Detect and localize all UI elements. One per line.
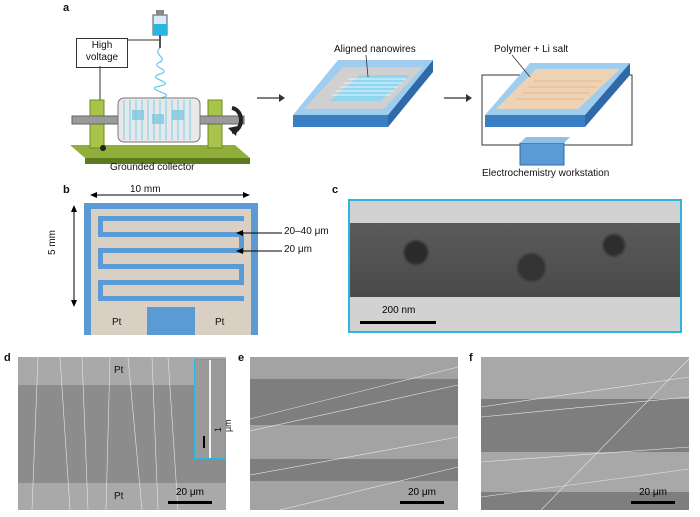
electrospinning-setup (70, 10, 250, 164)
scale-label-e: 20 μm (408, 487, 436, 498)
panel-label-b: b (63, 184, 70, 196)
pad-left-label: Pt (112, 317, 122, 328)
high-voltage-box (76, 38, 128, 68)
sem-image-e: 20 μm (249, 357, 459, 511)
aligned-nanowires-label: Aligned nanowires (334, 44, 416, 55)
arrow-icon (257, 94, 285, 102)
nanowire-device (293, 54, 433, 127)
panel-label-c: c (332, 184, 339, 196)
scale-label-d: 20 μm (176, 487, 204, 498)
panel-label-e: e (238, 352, 245, 364)
sem-image-f: 20 μm (480, 357, 690, 511)
panel-label-f: f (469, 352, 473, 364)
panel-label-a: a (63, 2, 70, 14)
grounded-collector-label: Grounded collector (110, 162, 195, 173)
finger-label: 20 μm (284, 244, 312, 255)
scale-label-f: 20 μm (639, 487, 667, 498)
sem-image-d: Pt Pt 20 μm 1 μm (18, 356, 233, 511)
panel-label-d: d (4, 352, 11, 364)
gap-label: 20–40 μm (284, 226, 329, 237)
arrow-icon (444, 94, 472, 102)
pt-bottom-label: Pt (114, 491, 124, 502)
tem-image: 200 nm (348, 199, 682, 333)
high-voltage-label: High voltage (85, 40, 119, 63)
height-5mm-label: 5 mm (47, 230, 58, 255)
inset-image: 1 μm (194, 359, 233, 459)
pad-right-label: Pt (215, 317, 225, 328)
pt-top-label: Pt (114, 365, 124, 376)
electrochem-workstation-label: Electrochemistry workstation (482, 168, 610, 179)
polymer-li-salt-label: Polymer + Li salt (494, 44, 569, 55)
interdigitated-electrode (71, 192, 282, 335)
inset-scale-label: 1 μm (213, 419, 233, 432)
electrochem-device (481, 54, 633, 166)
tem-scale-label: 200 nm (382, 305, 416, 316)
width-10mm-label: 10 mm (130, 184, 161, 195)
